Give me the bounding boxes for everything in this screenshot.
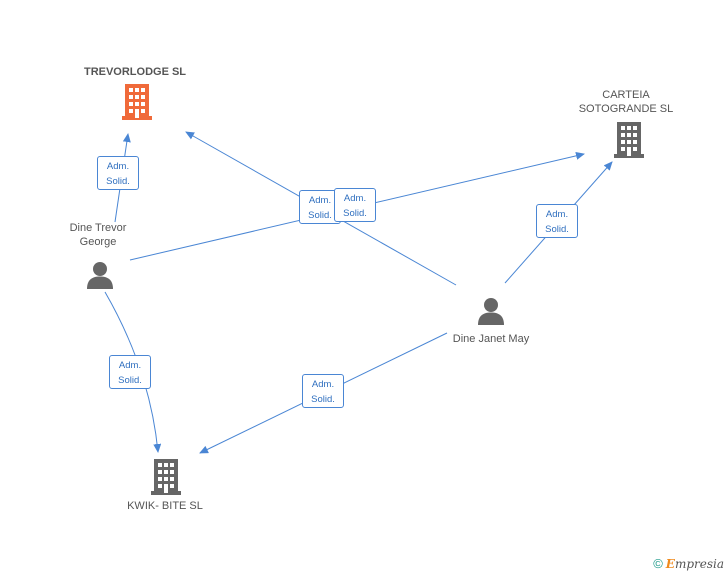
person-label-line: George — [79, 236, 117, 248]
person-icon[interactable] — [477, 297, 505, 325]
company-label-line: SOTOGRANDE SL — [578, 103, 674, 115]
company-label-trevorlodge[interactable]: TREVORLODGE SL — [83, 66, 187, 78]
copyright-icon: © — [653, 556, 663, 571]
building-icon[interactable] — [614, 122, 644, 158]
company-label-kwik[interactable]: KWIK- BITE SL — [127, 500, 203, 512]
person-label-dine-trevor[interactable]: Dine Trevor George — [52, 221, 144, 249]
building-icon[interactable] — [151, 459, 181, 495]
brand-initial: E — [665, 557, 675, 571]
building-icon[interactable] — [122, 84, 152, 120]
brand-name: mpresia — [674, 557, 724, 571]
edge-label[interactable]: Adm.Solid. — [302, 374, 344, 408]
edge-label[interactable]: Adm.Solid. — [334, 188, 376, 222]
person-label-dine-janet[interactable]: Dine Janet May — [452, 333, 530, 345]
edge-label[interactable]: Adm.Solid. — [109, 355, 151, 389]
brand-logo: Empresia — [666, 557, 724, 571]
person-icon[interactable] — [86, 261, 114, 289]
brand-footer: ©Empresia — [653, 556, 724, 571]
edge-label[interactable]: Adm.Solid. — [536, 204, 578, 238]
edge-label[interactable]: Adm.Solid. — [97, 156, 139, 190]
company-label-line: CARTEIA — [602, 89, 650, 101]
company-label-carteia[interactable]: CARTEIA SOTOGRANDE SL — [560, 88, 692, 116]
person-label-line: Dine Trevor — [69, 222, 127, 234]
